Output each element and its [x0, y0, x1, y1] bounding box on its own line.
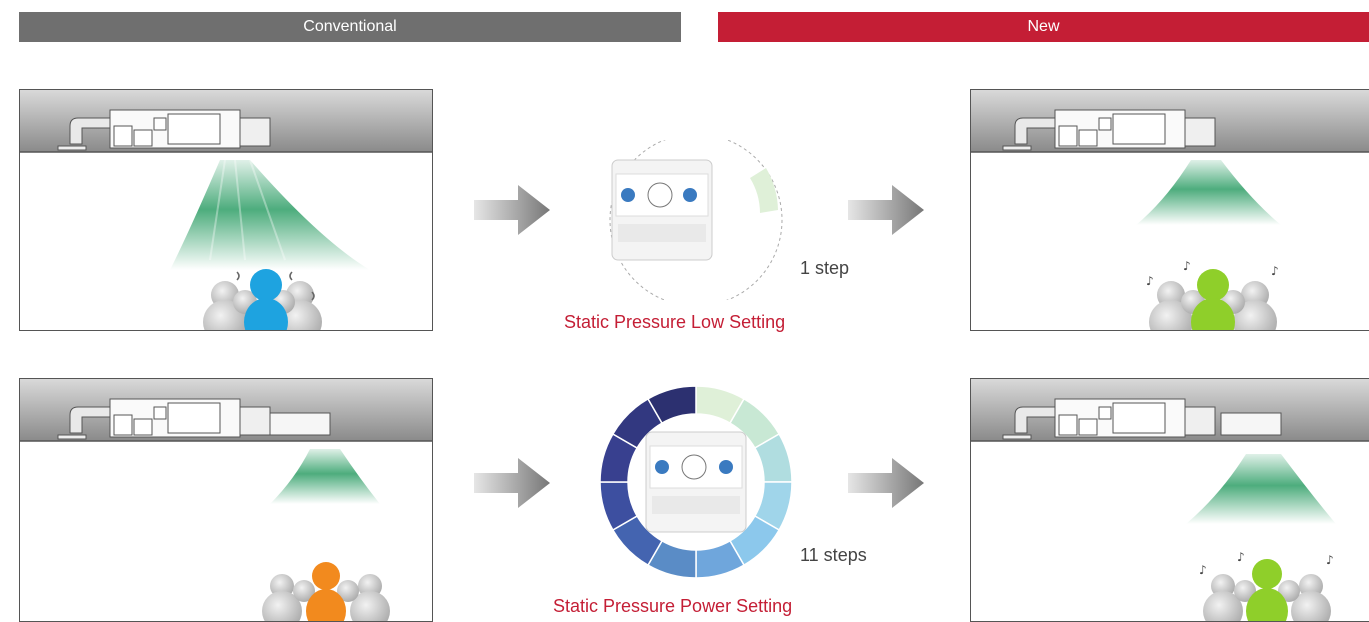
people-group-icon: ♪ ♪ ♪: [1146, 259, 1279, 330]
wheel-segment-1: [750, 168, 778, 213]
step-wheel: [599, 385, 793, 579]
conventional-power-panel: [19, 378, 433, 622]
conventional-low-panel: [19, 89, 433, 331]
person-comfortable-icon: [1197, 269, 1229, 301]
controller-low-diagram: [609, 140, 783, 300]
svg-text:♪: ♪: [1146, 274, 1154, 288]
arrow-right-icon: [848, 185, 924, 235]
caption-low: Static Pressure Low Setting: [564, 312, 786, 332]
svg-text:♪: ♪: [1183, 259, 1191, 273]
person-comfortable-icon: [1252, 559, 1282, 589]
new-header-label: New: [1027, 18, 1060, 35]
controller-power-diagram: [599, 385, 793, 579]
svg-text:♪: ♪: [1237, 550, 1245, 564]
people-group-icon: ♪ ♪ ♪: [1199, 550, 1334, 621]
new-low-panel: ♪ ♪ ♪: [970, 89, 1369, 331]
conventional-header: Conventional: [19, 12, 681, 42]
svg-text:♪: ♪: [1199, 563, 1207, 577]
new-header: New: [718, 12, 1369, 42]
people-group-icon: [203, 269, 322, 330]
svg-text:♪: ♪: [1271, 264, 1279, 278]
airflow-icon: [270, 449, 380, 504]
airflow-icon: [1186, 454, 1336, 524]
person-uncomfortable-icon: [250, 269, 282, 301]
remote-controller-icon: [611, 159, 713, 261]
airflow-icon: [1136, 160, 1281, 225]
caption-power: Static Pressure Power Setting: [553, 596, 793, 616]
steps-label-low: 1 step: [800, 258, 850, 278]
new-power-panel: ♪ ♪ ♪: [970, 378, 1369, 622]
remote-controller-icon: [645, 431, 747, 533]
conventional-header-label: Conventional: [303, 18, 397, 35]
people-group-icon: [262, 562, 390, 621]
svg-text:♪: ♪: [1326, 553, 1334, 567]
arrow-right-icon: [848, 458, 924, 508]
steps-label-power: 11 steps: [800, 545, 867, 565]
arrow-right-icon: [474, 185, 550, 235]
airflow-icon: [170, 160, 370, 270]
arrow-right-icon: [474, 458, 550, 508]
person-uncomfortable-icon: [312, 562, 340, 590]
